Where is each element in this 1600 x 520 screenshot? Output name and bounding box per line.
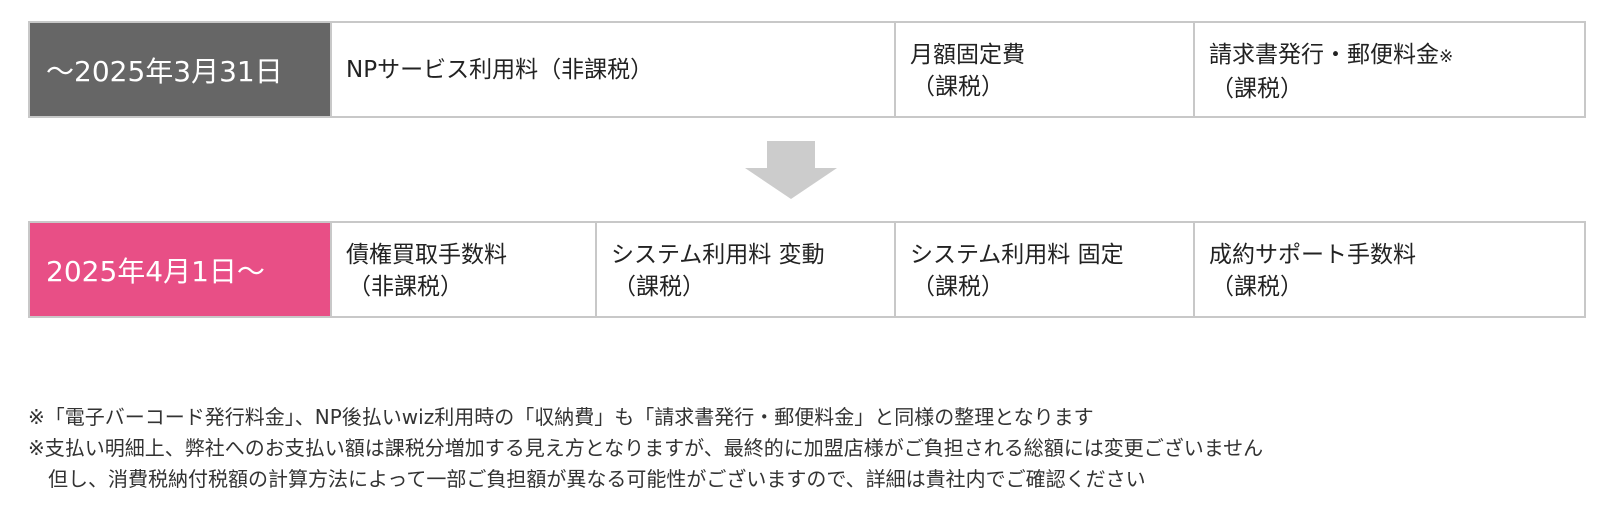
- fee-cell-label: 請求書発行・郵便料金: [1209, 42, 1439, 68]
- fee-cell-tax-label: （課税）: [1211, 274, 1303, 300]
- period-label-after: 2025年4月1日～: [30, 223, 330, 316]
- fee-cell-contract-support: 成約サポート手数料 （課税）: [1193, 223, 1584, 316]
- fee-cell-system-variable: システム利用料 変動 （課税）: [595, 223, 894, 316]
- footnote-2: ※支払い明細上、弊社へのお支払い額は課税分増加する見え方となりますが、最終的に加…: [28, 436, 1264, 460]
- fee-cell-label: NPサービス利用料（非課税）: [346, 56, 654, 83]
- fee-cell-tax-label: （課税）: [1211, 76, 1303, 102]
- fee-cell-system-fixed: システム利用料 固定 （課税）: [894, 223, 1193, 316]
- down-arrow-icon: [745, 141, 837, 199]
- fee-cell-label: システム利用料 固定: [910, 242, 1124, 268]
- fee-cell-label-row: 請求書発行・郵便料金※: [1209, 39, 1584, 73]
- fee-cell-tax-label: （課税）: [613, 274, 705, 300]
- footnote-3: 但し、消費税納付税額の計算方法によって一部ご負担額が異なる可能性がございますので…: [48, 467, 1146, 491]
- fee-cell-label: 成約サポート手数料: [1209, 242, 1416, 268]
- fee-cell-tax-label: （課税）: [912, 74, 1004, 100]
- fee-cell-monthly-fixed: 月額固定費 （課税）: [894, 23, 1193, 116]
- fee-row-before: ～2025年3月31日 NPサービス利用料（非課税） 月額固定費 （課税） 請求…: [28, 21, 1586, 118]
- footnote-1: ※「電子バーコード発行料金」、NP後払いwiz利用時の「収納費」も「請求書発行・…: [28, 405, 1094, 429]
- fee-cell-label: システム利用料 変動: [611, 242, 825, 268]
- note-mark: ※: [1439, 47, 1454, 67]
- fee-cell-np-service: NPサービス利用料（非課税）: [330, 23, 894, 116]
- fee-cell-invoice-postage: 請求書発行・郵便料金※ （課税）: [1193, 23, 1584, 116]
- fee-cell-label: 月額固定費: [910, 42, 1025, 68]
- fee-cell-receivables-purchase: 債権買取手数料 （非課税）: [330, 223, 595, 316]
- fee-cell-tax-label: （課税）: [912, 274, 1004, 300]
- fee-row-after: 2025年4月1日～ 債権買取手数料 （非課税） システム利用料 変動 （課税）…: [28, 221, 1586, 318]
- fee-cell-label: 債権買取手数料: [346, 242, 507, 268]
- fee-cell-tax-label: （非課税）: [348, 274, 463, 300]
- period-label-before: ～2025年3月31日: [30, 23, 330, 116]
- footnotes: ※「電子バーコード発行料金」、NP後払いwiz利用時の「収納費」も「請求書発行・…: [28, 402, 1568, 495]
